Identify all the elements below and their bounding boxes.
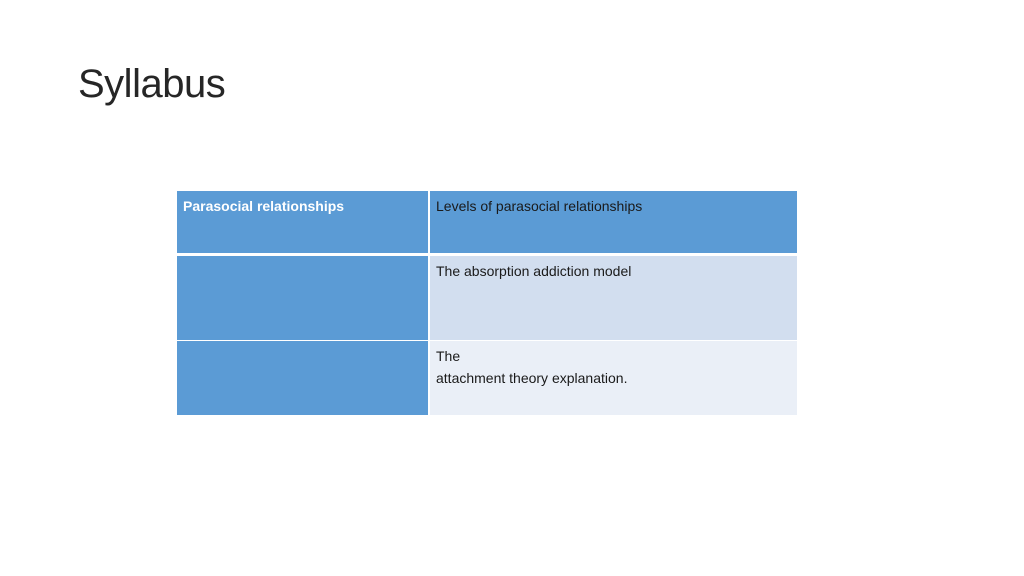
subtopic-label-line-2: attachment theory explanation. bbox=[436, 370, 628, 386]
slide-title: Syllabus bbox=[78, 62, 226, 106]
subtopic-cell: Levels of parasocial relationships bbox=[430, 191, 797, 256]
subtopic-label: The absorption addiction model bbox=[436, 263, 632, 279]
topic-cell bbox=[177, 256, 430, 341]
subtopic-label-line-1: The bbox=[436, 348, 461, 364]
topic-cell: Parasocial relationships bbox=[177, 191, 430, 256]
topic-cell bbox=[177, 341, 430, 415]
table-row: Parasocial relationships Levels of paras… bbox=[177, 191, 797, 256]
table-row: The attachment theory explanation. bbox=[177, 341, 797, 415]
subtopic-label: Levels of parasocial relationships bbox=[436, 198, 643, 214]
subtopic-cell: The attachment theory explanation. bbox=[430, 341, 797, 415]
table-row: The absorption addiction model bbox=[177, 256, 797, 341]
subtopic-cell: The absorption addiction model bbox=[430, 256, 797, 341]
topic-label: Parasocial relationships bbox=[183, 198, 345, 214]
syllabus-table: Parasocial relationships Levels of paras… bbox=[177, 191, 797, 415]
